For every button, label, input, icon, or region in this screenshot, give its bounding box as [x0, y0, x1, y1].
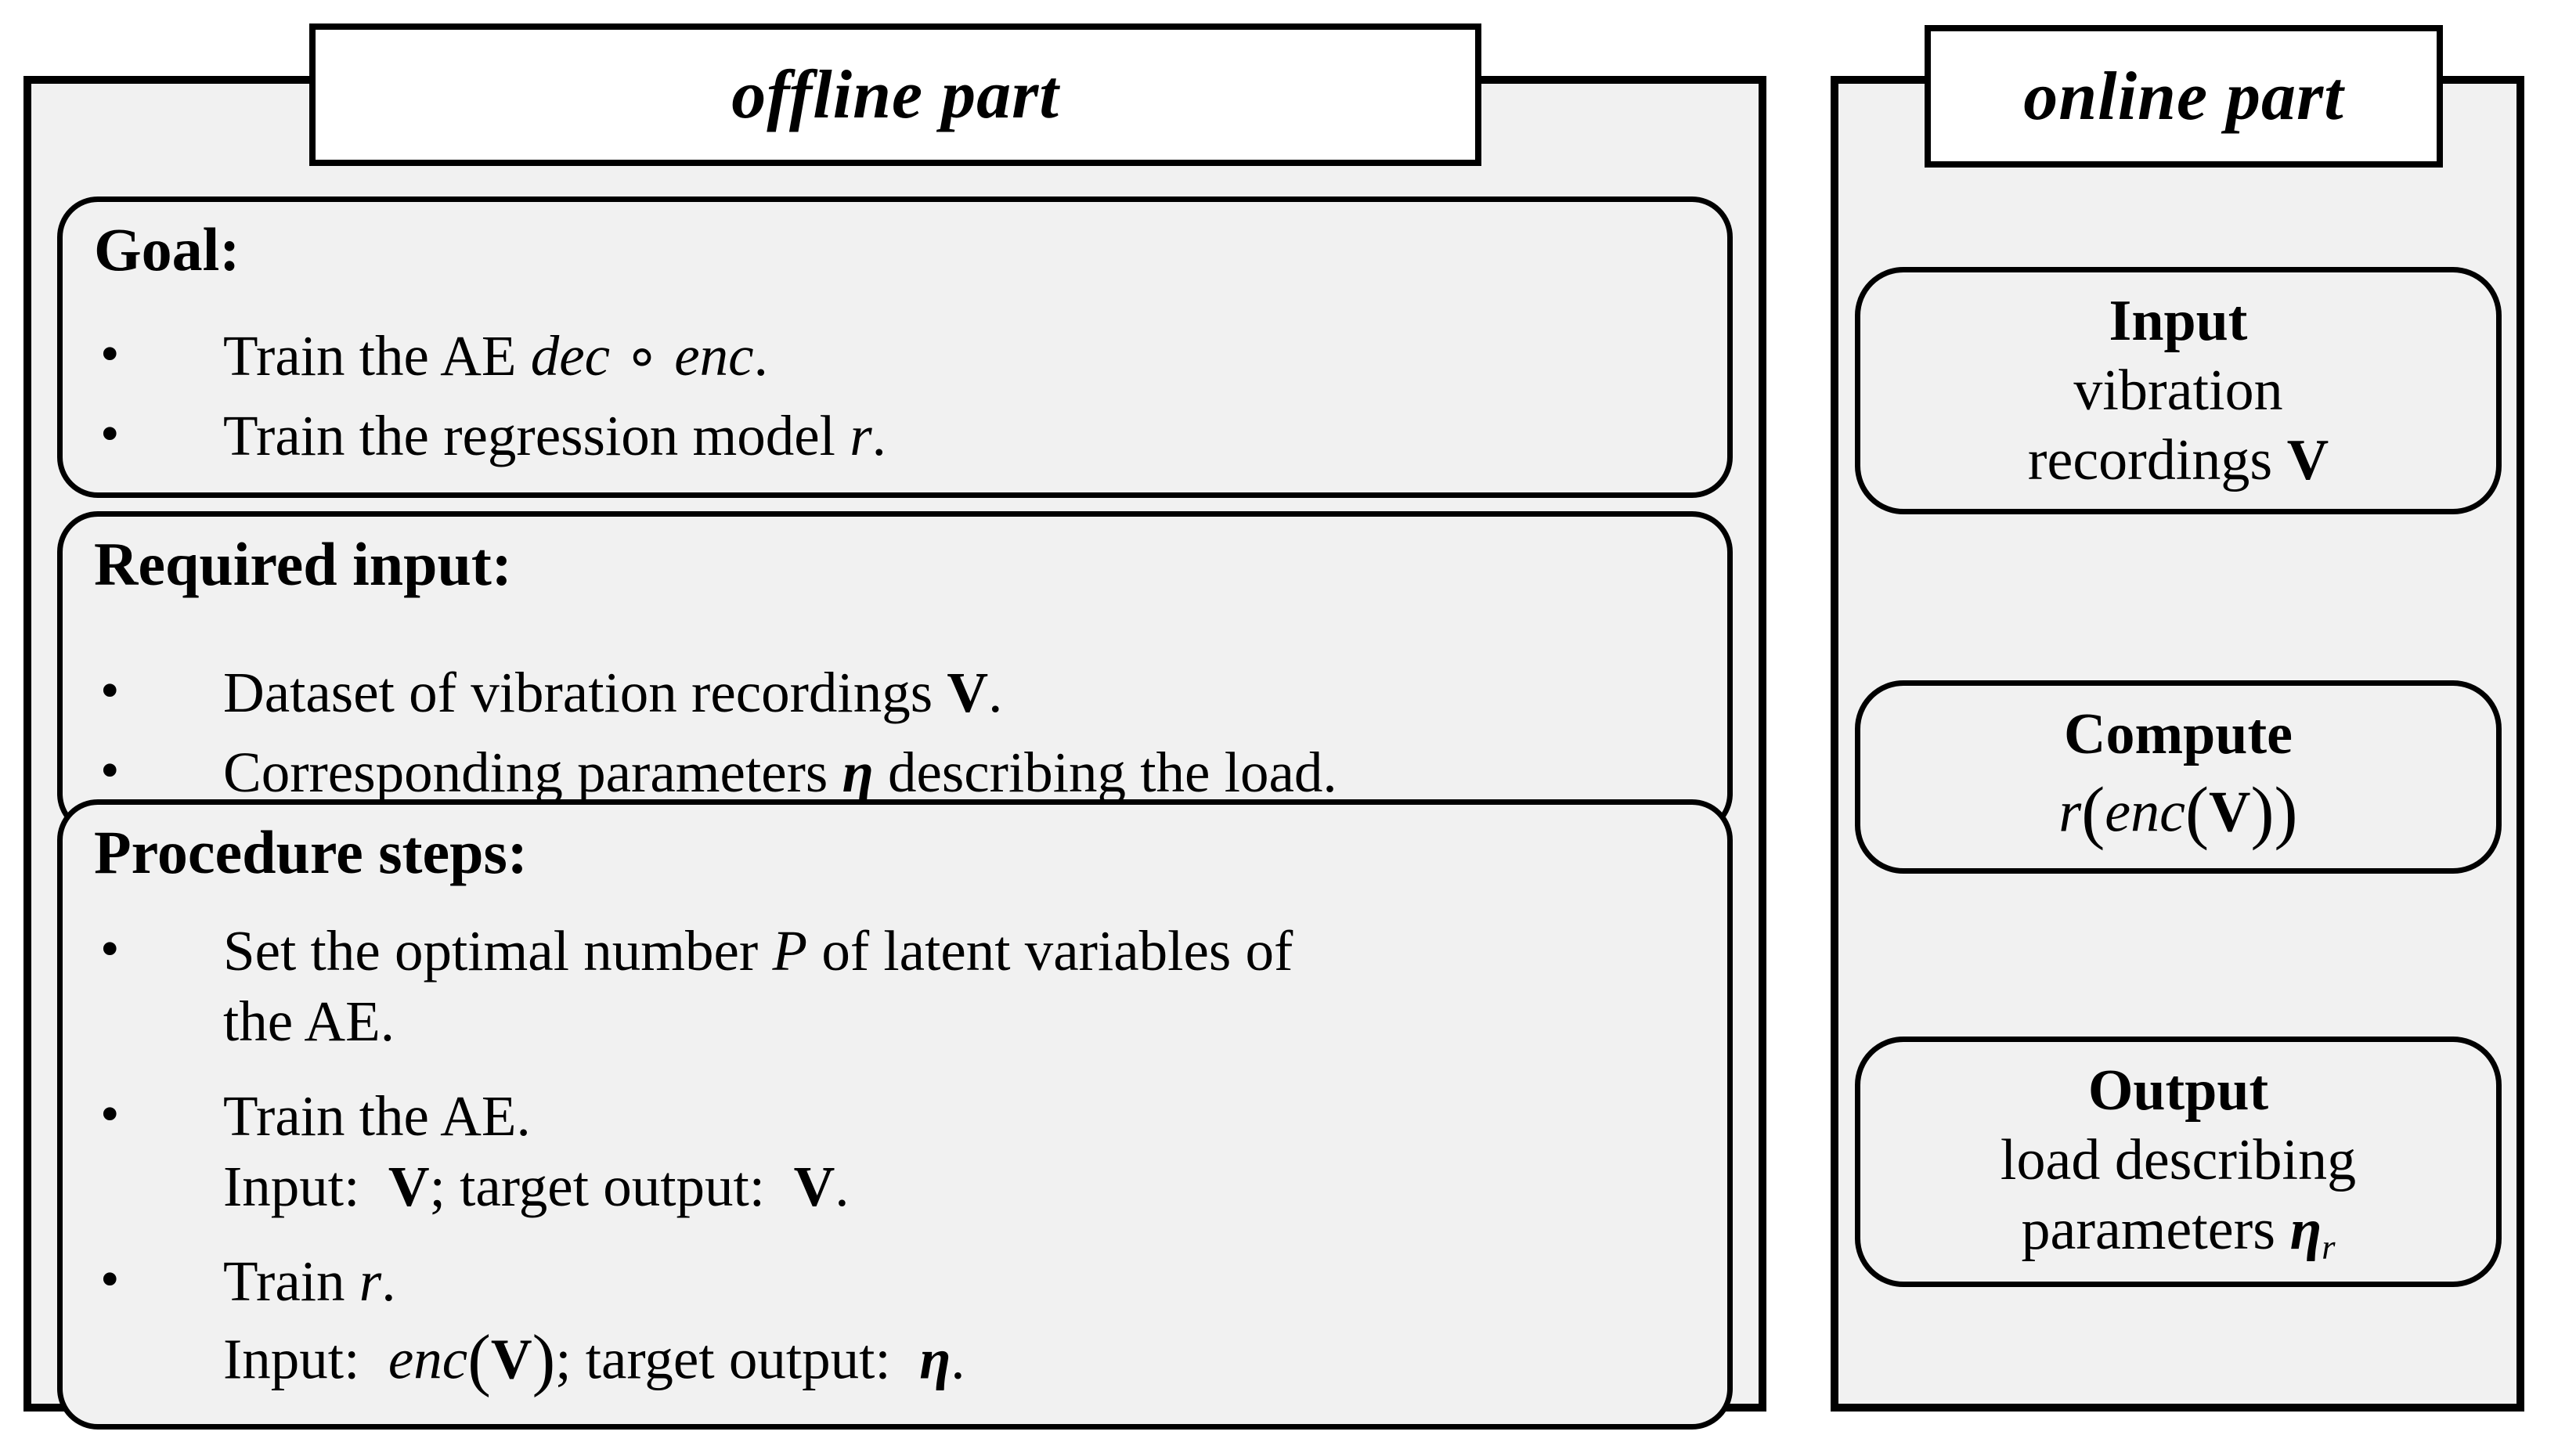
- procedure-steps-heading: Procedure steps:: [94, 818, 528, 886]
- list-item: • Train the regression model r.: [94, 401, 1696, 472]
- required-input-bullet-list: • Dataset of vibration recordings V. • C…: [94, 658, 1696, 809]
- compute-step-box: Compute r(enc(V)): [1855, 680, 2502, 874]
- input-step-box: Input vibration recordings V: [1855, 267, 2502, 515]
- goal-heading: Goal:: [94, 215, 240, 283]
- offline-panel: Goal: • Train the AE dec ∘ enc. • Train …: [23, 76, 1766, 1430]
- bullet-icon: •: [100, 1249, 120, 1310]
- procedure-steps-bullet-list: • Set the optimal number P of latent var…: [94, 916, 1696, 1404]
- bullet-icon: •: [100, 404, 120, 465]
- procedure-steps-card: Procedure steps: • Set the optimal numbe…: [57, 799, 1733, 1430]
- input-step-text: recordings V: [2027, 427, 2329, 492]
- online-panel: Input vibration recordings V Compute r(e…: [1831, 76, 2524, 1412]
- bullet-icon: •: [100, 918, 120, 979]
- output-step-heading: Output: [2087, 1058, 2269, 1123]
- list-item-text: Input: V; target output: V.: [223, 1155, 850, 1219]
- list-item-text: Train the AE.: [223, 1083, 531, 1148]
- goal-card: Goal: • Train the AE dec ∘ enc. • Train …: [57, 197, 1733, 498]
- offline-title-label: offline part: [731, 56, 1059, 133]
- bullet-icon: •: [100, 323, 120, 384]
- list-item-text: Dataset of vibration recordings V.: [223, 660, 1003, 724]
- list-item-text: Input: enc(V); target output: η.: [223, 1321, 965, 1399]
- list-item: • Set the optimal number P of latent var…: [94, 916, 1696, 1058]
- goal-bullet-list: • Train the AE dec ∘ enc. • Train the re…: [94, 321, 1696, 472]
- offline-title-box: offline part: [309, 23, 1481, 166]
- bullet-icon: •: [100, 660, 120, 721]
- compute-step-heading: Compute: [2064, 702, 2293, 766]
- output-step-text: load describing: [2000, 1127, 2357, 1192]
- list-item: • Train r. Input: enc(V); target output:…: [94, 1246, 1696, 1404]
- online-title-label: online part: [2023, 58, 2344, 135]
- input-step-heading: Input: [2109, 289, 2248, 353]
- required-input-heading: Required input:: [94, 530, 512, 598]
- list-item: • Train the AE. Input: V; target output:…: [94, 1081, 1696, 1223]
- required-input-card: Required input: • Dataset of vibration r…: [57, 511, 1733, 835]
- list-item-text: Set the optimal number P of latent varia…: [223, 918, 1293, 983]
- list-item-text: Train r.: [223, 1249, 396, 1313]
- output-step-box: Output load describing parameters ηr: [1855, 1037, 2502, 1288]
- list-item-text: Train the regression model r.: [223, 404, 886, 468]
- bullet-icon: •: [100, 1083, 120, 1145]
- list-item-text: the AE.: [223, 990, 395, 1054]
- list-item: • Dataset of vibration recordings V.: [94, 658, 1696, 729]
- list-item-text: Corresponding parameters η describing th…: [223, 741, 1337, 805]
- list-item: • Train the AE dec ∘ enc.: [94, 321, 1696, 392]
- output-step-text: parameters ηr: [2021, 1197, 2336, 1267]
- online-title-box: online part: [1925, 25, 2443, 168]
- list-item-text: Train the AE dec ∘ enc.: [223, 323, 768, 388]
- input-step-text: vibration: [2073, 358, 2283, 423]
- bullet-icon: •: [100, 741, 120, 802]
- list-item: • Corresponding parameters η describing …: [94, 737, 1696, 809]
- compute-step-formula: r(enc(V)): [2058, 772, 2298, 851]
